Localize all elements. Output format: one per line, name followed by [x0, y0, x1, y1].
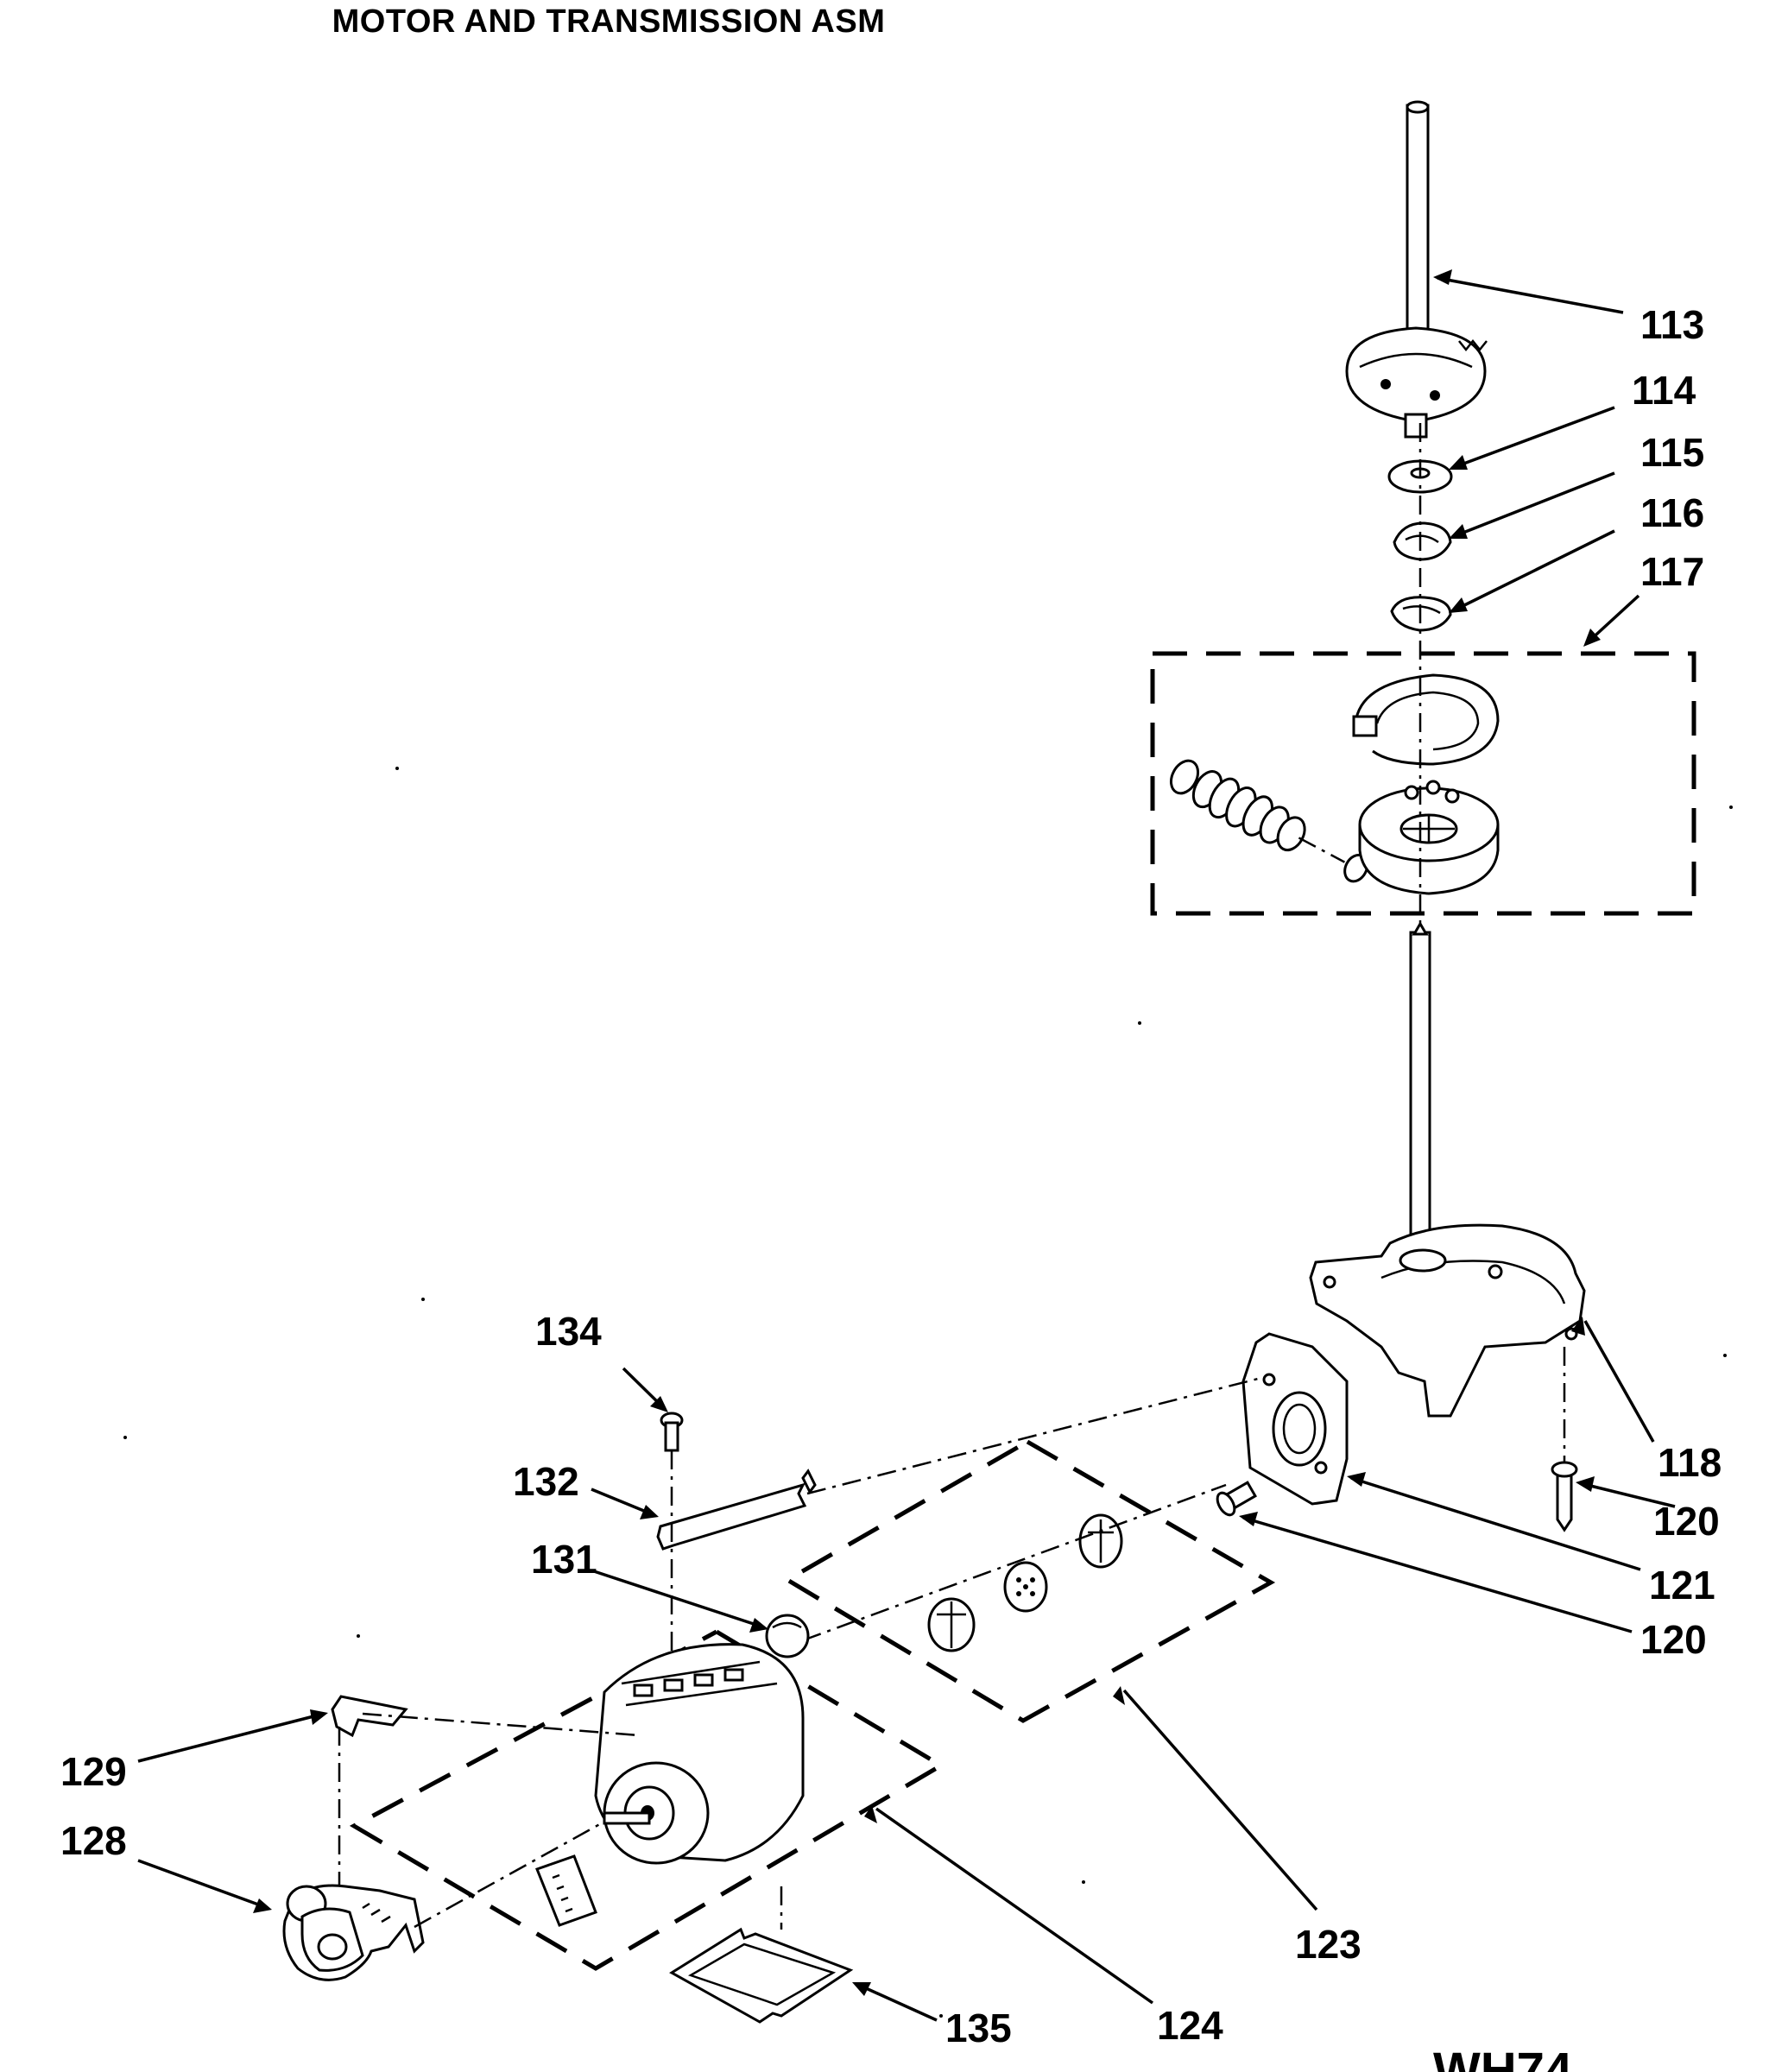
leader-lines — [137, 269, 1676, 2022]
part-label-135: 135 — [945, 2006, 1012, 2050]
part-label-118: 118 — [1658, 1440, 1722, 1485]
part-label-120-a: 120 — [1653, 1499, 1720, 1544]
part-label-123: 123 — [1295, 1922, 1361, 1967]
part-label-116: 116 — [1640, 490, 1704, 535]
split-ring-part — [1393, 521, 1452, 561]
pulley-knob-part — [765, 1614, 810, 1658]
part-label-115: 115 — [1640, 430, 1704, 475]
part-label-131: 131 — [531, 1537, 597, 1582]
part-label-128: 128 — [60, 1818, 127, 1863]
part-label-121: 121 — [1649, 1563, 1715, 1608]
clutch-assembly-part — [1150, 423, 1696, 937]
part-label-114: 114 — [1632, 368, 1696, 413]
shield-part — [669, 1886, 854, 2024]
transmission-part — [1309, 921, 1586, 1418]
mounting-plate-part — [1241, 1332, 1349, 1506]
part-label-129: 129 — [60, 1749, 127, 1794]
clamp-bar-part — [656, 1375, 1266, 1551]
agitator-shaft-part — [1345, 100, 1488, 439]
motor-part — [349, 1629, 945, 1971]
footer-code-fragment: WH74 — [1433, 2043, 1572, 2072]
part-label-132: 132 — [513, 1459, 579, 1504]
part-label-113: 113 — [1640, 302, 1704, 347]
part-labels: 113 114 115 116 117 118 120 121 120 123 … — [60, 302, 1722, 2050]
pump-clamp-part — [331, 1695, 640, 1891]
part-label-134: 134 — [535, 1309, 602, 1354]
part-label-120-b: 120 — [1640, 1617, 1707, 1662]
bolt-part-left — [1216, 1481, 1257, 1517]
diagram-title: MOTOR AND TRANSMISSION ASM — [332, 3, 886, 40]
pump-part — [282, 1820, 605, 1981]
part-label-117: 117 — [1640, 549, 1704, 594]
part-label-124: 124 — [1157, 2003, 1223, 2048]
scan-specks — [123, 767, 1733, 2018]
screw-part-right — [1551, 1347, 1578, 1532]
coupling-assembly-part — [783, 1439, 1276, 1723]
top-screw-part — [660, 1412, 684, 1658]
